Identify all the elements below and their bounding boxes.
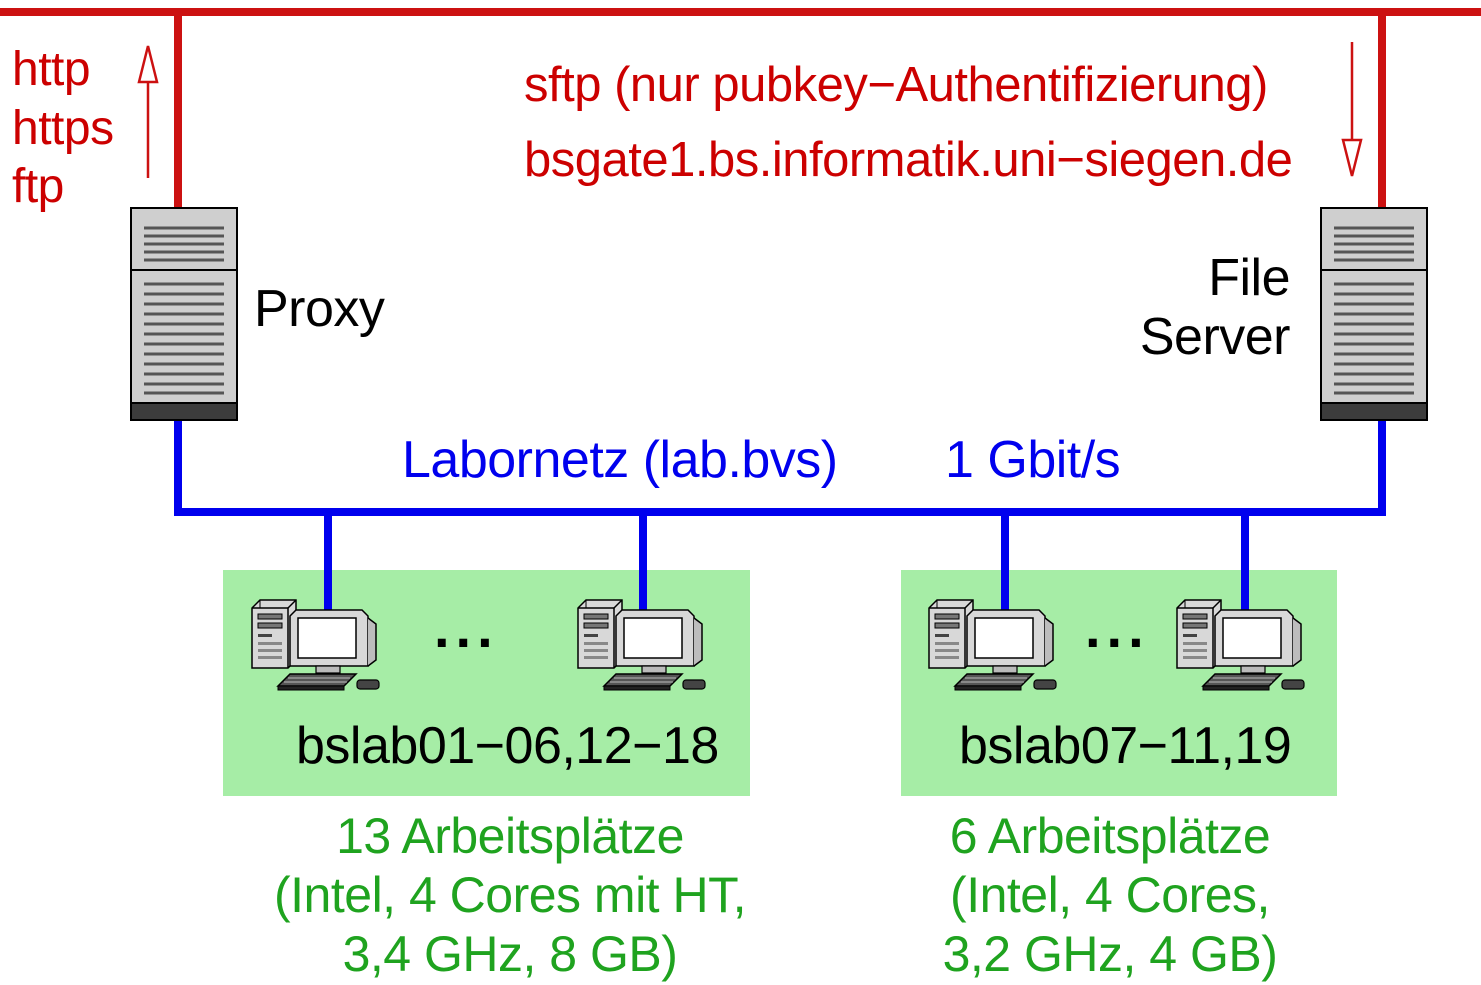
proxy-label: Proxy — [254, 280, 385, 338]
group-1-hosts: bslab01−06,12−18 — [296, 717, 719, 775]
group-2-spec-line-3: 3,2 GHz, 4 GB) — [942, 926, 1278, 982]
lab-network-name: Labornetz (lab.bvs) — [402, 431, 838, 489]
file-server-label-line2: Server — [1139, 308, 1291, 366]
file-server-label-line1: File — [1208, 249, 1290, 307]
outbound-arrow — [137, 45, 159, 178]
group-1-spec-line-1: 13 Arbeitsplätze — [336, 808, 684, 864]
group-2-spec-line-2: (Intel, 4 Cores, — [950, 867, 1270, 923]
group-1-ellipsis: ... — [434, 596, 499, 659]
group-2-spec-line-1: 6 Arbeitsplätze — [949, 808, 1271, 864]
file-server-icon — [1319, 206, 1429, 422]
lab-network-speed: 1 Gbit/s — [945, 431, 1121, 489]
group-1-spec-line-2: (Intel, 4 Cores mit HT, — [274, 867, 746, 923]
group-2-hosts: bslab07−11,19 — [959, 717, 1292, 775]
proxy-server-icon — [129, 206, 239, 422]
protocol-https: https — [12, 102, 114, 155]
protocol-http: http — [12, 43, 91, 96]
group-2-ellipsis: ... — [1085, 596, 1150, 659]
protocol-ftp: ftp — [12, 160, 64, 213]
gateway-host: bsgate1.bs.informatik.uni−siegen.de — [524, 133, 1293, 187]
inbound-arrow — [1341, 42, 1363, 177]
internet-line — [0, 8, 1481, 212]
sftp-note: sftp (nur pubkey−Authentifizierung) — [524, 58, 1268, 112]
group-1-spec-line-3: 3,4 GHz, 8 GB) — [342, 926, 678, 982]
